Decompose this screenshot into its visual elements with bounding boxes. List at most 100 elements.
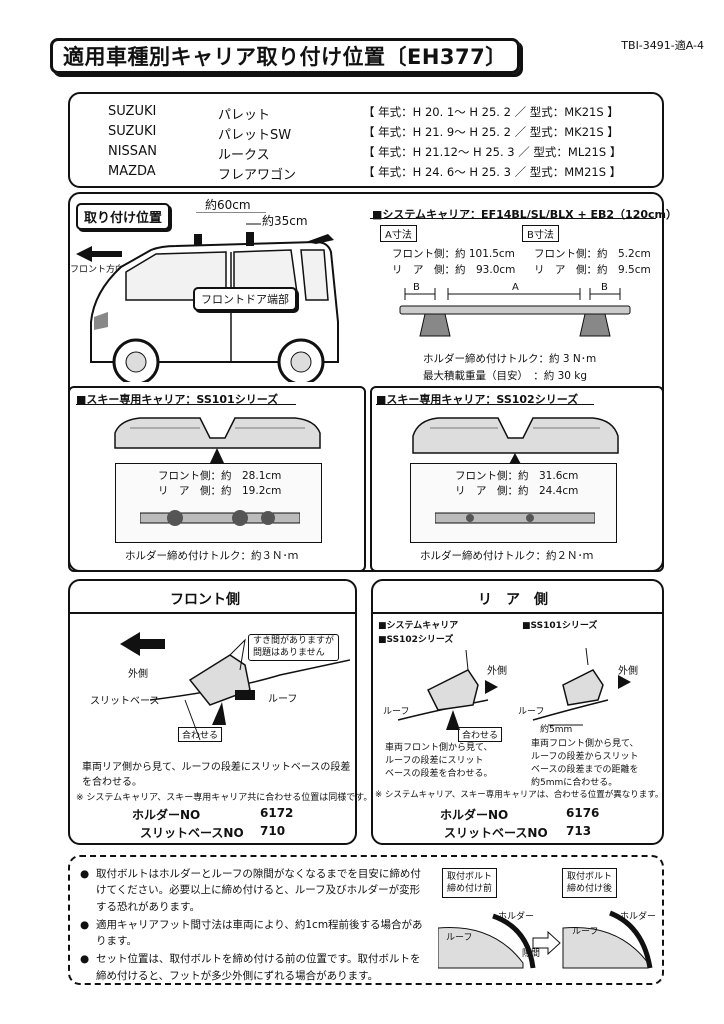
vehicle-maker: MAZDA (108, 164, 156, 179)
front-slit-base: スリットベース (90, 696, 160, 707)
a-rear: リ ア 側：約 93.0cm (392, 264, 516, 276)
dim-35: 約35cm (262, 214, 308, 228)
front-roof: ルーフ (268, 694, 298, 705)
vehicle-model: ルークス (218, 148, 270, 163)
vehicle-info: 【 年式：H 21.12～ H 25. 3 ／ 型式：ML21S 】 (363, 145, 622, 159)
before-label: 取付ボルト 締め付け前 (442, 868, 498, 899)
vehicle-list: SUZUKI パレット 【 年式：H 20. 1～ H 25. 2 ／ 型式：MK2… (68, 92, 664, 188)
note-text: 適用キャリアフット間寸法は車両により、約1cm程前後する場合があります。 (96, 918, 423, 948)
a-label: A寸法 (380, 225, 417, 242)
vehicle-model: パレットSW (218, 128, 292, 143)
system-max-load: 最大積載重量（目安） ：約 30 kg (423, 370, 588, 382)
a-front: フロント側：約 101.5cm (392, 248, 515, 260)
after-label: 取付ボルト 締め付け後 (562, 868, 618, 899)
ski101-image (114, 417, 321, 463)
rear-side-diagram (397, 647, 631, 730)
front-callout: すき間がありますが 問題はありません (248, 634, 340, 662)
b-label: B寸法 (522, 225, 559, 242)
ski101-panel (68, 386, 366, 572)
bolt-diagram (438, 910, 653, 969)
b-front: フロント側：約 5.2cm (534, 248, 651, 260)
front-holder-label: ホルダーNO (132, 808, 201, 822)
position-frame (68, 192, 664, 572)
vehicle-row: SUZUKI パレットSW 【 年式：H 21. 9～ H 25. 2 ／ 型式：M… (108, 124, 619, 144)
ski102-front: フロント側：約 31.6cm (455, 470, 579, 482)
rear-outer1: 外側 (487, 666, 507, 677)
front-align: 合わせる (178, 727, 223, 742)
ski102-heading: ■スキー専用キャリア：SS102シリーズ (376, 393, 579, 406)
title-text: 適用車種別キャリア取り付け位置〔EH377〕 (63, 45, 507, 69)
front-side-diagram (120, 632, 350, 741)
ski102-torque: ホルダー締め付けトルク：約２Ｎ･ｍ (420, 550, 594, 562)
note-item: ●適用キャリアフット間寸法は車両により、約1cm程前後する場合があります。 (80, 917, 430, 950)
rear-outer2: 外側 (618, 666, 638, 677)
b-rear: リ ア 側：約 9.5cm (534, 264, 651, 276)
front-note: ※ システムキャリア、スキー専用キャリア共に合わせる位置は同様です。 (76, 793, 373, 803)
ski102-image (412, 417, 619, 466)
ski101-heading: ■スキー専用キャリア：SS101シリーズ (76, 393, 279, 406)
notes-frame (68, 855, 664, 985)
front-side-title: フロント側 (170, 592, 240, 608)
note-item: ●取付ボルトはホルダーとルーフの隙間がなくなるまでを目安に締め付けてください。必… (80, 866, 430, 915)
dim-b-left: B (413, 282, 420, 293)
rear-roof2: ルーフ (518, 707, 545, 717)
ski101-front: フロント側：約 28.1cm (158, 470, 282, 482)
dim-60: 約60cm (205, 198, 251, 212)
vehicle-maker: SUZUKI (108, 104, 157, 119)
vehicle-maker: SUZUKI (108, 124, 157, 139)
position-label: 取り付け位置 (76, 203, 171, 230)
front-slit-no: 710 (260, 824, 286, 838)
bolt-holder2: ホルダー (620, 912, 657, 922)
ski102-rear: リ ア 側：約 24.4cm (455, 485, 579, 497)
front-side-panel (68, 579, 357, 845)
rear-note: ※ システムキャリア、スキー専用キャリアは、合わせる位置が異なります。 (375, 790, 664, 800)
rear-holder-label: ホルダーNO (440, 808, 509, 822)
vehicle-info: 【 年式：H 21. 9～ H 25. 2 ／ 型式：MK21S 】 (363, 125, 619, 139)
bolt-holder1: ホルダー (498, 912, 535, 922)
rear-side-title: リ ア 側 (478, 592, 548, 608)
vehicle-row: MAZDA フレアワゴン 【 年式：H 24. 6～ H 25. 3 ／ 型式：MM… (108, 164, 621, 184)
rear-holder-no: 6176 (566, 806, 600, 820)
rear-slit-label: スリットベースNO (444, 826, 548, 840)
ski101-rear: リ ア 側：約 19.2cm (158, 485, 282, 497)
ski101-detail (115, 463, 322, 543)
bolt-roof1: ルーフ (446, 933, 473, 943)
notes-list: ●取付ボルトはホルダーとルーフの隙間がなくなるまでを目安に締め付けてください。必… (80, 866, 430, 984)
vehicle-info: 【 年式：H 20. 1～ H 25. 2 ／ 型式：MK21S 】 (363, 105, 619, 119)
bolt-roof2: ルーフ (572, 927, 599, 937)
arrow-left-icon (76, 246, 122, 262)
arrow-left-icon (120, 632, 165, 656)
ski102-holder-image (435, 512, 595, 524)
dim-a: A (512, 282, 519, 293)
note-text: セット位置は、取付ボルトを締め付ける前の位置です。取付ボルトを締め付けると、フッ… (96, 953, 421, 982)
front-desc: 車両リア側から見て、ルーフの段差にスリットベースの段差 を合わせる。 (82, 762, 351, 788)
rear-group2: ■SS101シリーズ (522, 621, 598, 631)
vehicle-model: フレアワゴン (218, 168, 297, 183)
ski102-panel (370, 386, 664, 572)
vehicle-row: NISSAN ルークス 【 年式：H 21.12～ H 25. 3 ／ 型式：ML2… (108, 144, 621, 164)
door-label: フロントドア端部 (193, 287, 297, 311)
vehicle-info: 【 年式：H 24. 6～ H 25. 3 ／ 型式：MM21S 】 (363, 165, 622, 179)
rear-group1b: ■SS102シリーズ (378, 635, 454, 645)
dim-b-right: B (601, 282, 608, 293)
front-holder-no: 6172 (260, 806, 294, 820)
front-direction: フロント方向 (70, 265, 125, 275)
front-slit-label: スリットベースNO (140, 826, 244, 840)
rear-side-panel (371, 579, 664, 845)
page-title: 適用車種別キャリア取り付け位置〔EH377〕 (50, 38, 520, 74)
rear-desc1: 車両フロント側から見て、 ルーフの段差にスリット ベースの段差を合わせる。 (385, 743, 493, 780)
system-carrier-heading: ■システムキャリア：EF14BL/SL/BLX + EB2（120cm） (372, 208, 678, 221)
rear-desc2: 車両フロント側から見て、 ルーフの段差からスリット ベースの段差までの距離を 約… (531, 739, 639, 789)
arrow-right-icon (618, 675, 631, 689)
ski101-torque: ホルダー締め付けトルク：約３Ｎ･ｍ (125, 550, 299, 562)
ski101-holder-image (140, 510, 300, 526)
rear-roof1: ルーフ (383, 707, 410, 717)
vehicle-maker: NISSAN (108, 144, 157, 159)
rear-slit-no: 713 (566, 824, 592, 838)
ski102-detail (410, 463, 617, 543)
front-outer: 外側 (128, 669, 148, 680)
rear-align: 合わせる (458, 727, 503, 742)
system-torque: ホルダー締め付けトルク：約 3 N･m (423, 353, 597, 365)
vehicle-row: SUZUKI パレット 【 年式：H 20. 1～ H 25. 2 ／ 型式：MK2… (108, 104, 619, 124)
vehicle-model: パレット (218, 108, 271, 123)
